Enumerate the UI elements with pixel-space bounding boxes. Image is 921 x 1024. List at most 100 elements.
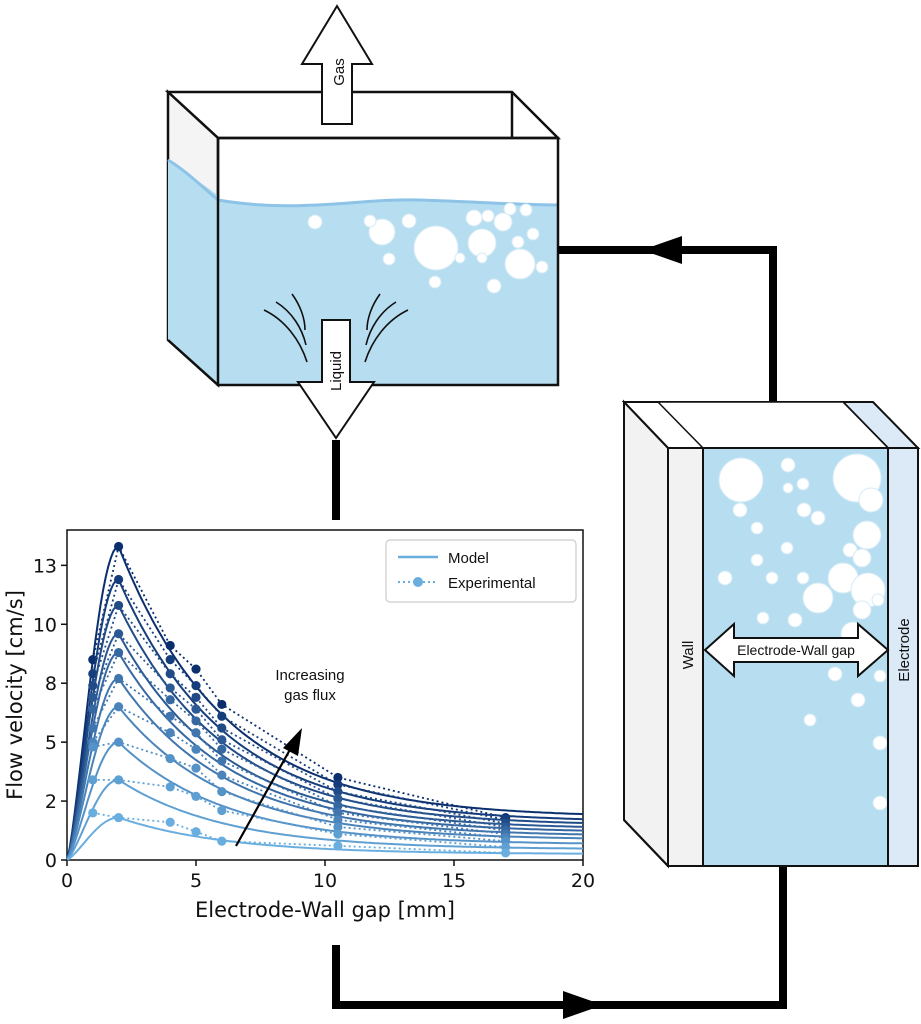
y-axis-label: Flow velocity [cm/s]: [3, 590, 27, 800]
electrolyzer-cell: Wall Electrode Electrode-Wall gap: [621, 399, 921, 869]
experimental-point: [165, 782, 175, 792]
experimental-point: [217, 805, 227, 816]
series-6: [66, 673, 583, 861]
experimental-point: [333, 822, 343, 832]
experimental-point: [333, 841, 343, 851]
experimental-point: [88, 704, 98, 714]
experimental-point: [165, 683, 175, 693]
experimental-point: [191, 704, 201, 714]
y-tick-label: 13: [33, 555, 57, 577]
experimental-point: [165, 754, 175, 764]
experimental-point: [333, 779, 343, 790]
model-line: [66, 778, 583, 861]
experimental-point: [165, 640, 175, 651]
gas-label: Gas: [331, 58, 348, 86]
experimental-point: [191, 827, 201, 837]
experimental-point: [114, 673, 124, 684]
experimental-point: [114, 737, 124, 747]
experimental-point: [217, 699, 227, 710]
experimental-point: [114, 600, 124, 611]
pipe-flow-arrow-top: [642, 236, 682, 264]
experimental-point: [333, 815, 343, 825]
x-tick-label: 15: [442, 870, 466, 892]
experimental-point: [191, 680, 201, 691]
x-tick-label: 5: [190, 870, 202, 892]
experimental-point: [333, 772, 343, 783]
experimental-point: [114, 812, 124, 823]
chart-legend: Model Experimental: [385, 539, 577, 603]
x-tick-label: 10: [313, 870, 337, 892]
experimental-point: [114, 574, 124, 585]
model-line: [66, 604, 584, 861]
legend-experimental-label: Experimental: [448, 575, 536, 592]
experimental-point: [191, 763, 201, 773]
model-line: [66, 816, 583, 861]
experimental-point: [88, 808, 98, 818]
tank-side-liquid: [168, 160, 218, 385]
experimental-point: [217, 744, 227, 754]
x-tick-label: 0: [61, 870, 73, 892]
experimental-point: [114, 541, 124, 552]
experimental-point: [165, 728, 175, 738]
experimental-point: [114, 775, 124, 785]
experimental-point: [217, 770, 227, 780]
experimental-point: [165, 711, 175, 721]
experimental-point: [88, 742, 98, 752]
liquid-outlet-arrow: Liquid: [296, 319, 376, 440]
model-line: [66, 705, 584, 861]
circulation-pipes: [332, 246, 787, 1009]
experimental-point: [333, 829, 343, 839]
experimental-point: [191, 664, 201, 674]
liquid-surface: [217, 198, 559, 208]
experimental-point: [333, 794, 343, 804]
legend-model-label: Model: [448, 550, 489, 567]
y-tick-label: 8: [45, 673, 57, 695]
experimental-point: [191, 692, 201, 702]
experimental-point: [191, 716, 201, 726]
electrode-label: Electrode: [896, 618, 913, 681]
experimental-point: [114, 647, 124, 658]
series-layer: [66, 541, 584, 861]
experimental-point: [217, 756, 227, 766]
experimental-point: [165, 695, 175, 705]
experimental-point: [88, 692, 98, 702]
experimental-point: [501, 848, 511, 858]
gas-outlet-arrow: Gas: [300, 4, 374, 125]
liquid-label: Liquid: [328, 351, 345, 391]
series-4: [66, 629, 584, 861]
increasing-gas-flux-arrow: [235, 728, 302, 847]
gap-double-arrow: Electrode-Wall gap: [703, 621, 890, 679]
experimental-point: [333, 787, 343, 797]
model-line: [66, 677, 583, 861]
wall-label: Wall: [680, 641, 697, 670]
experimental-point: [217, 836, 227, 846]
y-tick-label: 5: [45, 732, 57, 754]
experimental-point: [88, 669, 98, 679]
experimental-point: [217, 735, 227, 745]
annotation-line-2: gas flux: [284, 687, 336, 704]
liquid-surface-side: [167, 158, 219, 202]
model-line: [66, 632, 584, 861]
experimental-point: [165, 655, 175, 665]
experimental-point: [191, 791, 201, 801]
model-line: [66, 578, 584, 861]
series-9: [66, 775, 583, 861]
experimental-point: [165, 669, 175, 679]
flow-swirl-lines: [263, 293, 409, 363]
experimental-point: [217, 723, 227, 733]
gap-label: Electrode-Wall gap: [737, 642, 855, 658]
experimental-point: [217, 787, 227, 797]
annotation-line-1: Increasing: [275, 667, 344, 684]
tank-bottom-edge: [167, 339, 219, 386]
experimental-point: [88, 680, 98, 691]
experimental-point: [333, 801, 343, 811]
model-line: [66, 545, 584, 861]
experimental-point: [88, 775, 98, 785]
y-tick-label: 0: [45, 850, 57, 872]
experimental-point: [114, 702, 124, 712]
x-axis-label: Electrode-Wall gap [mm]: [195, 898, 455, 922]
tank-top-opening: [164, 90, 562, 140]
experimental-point: [333, 808, 343, 818]
